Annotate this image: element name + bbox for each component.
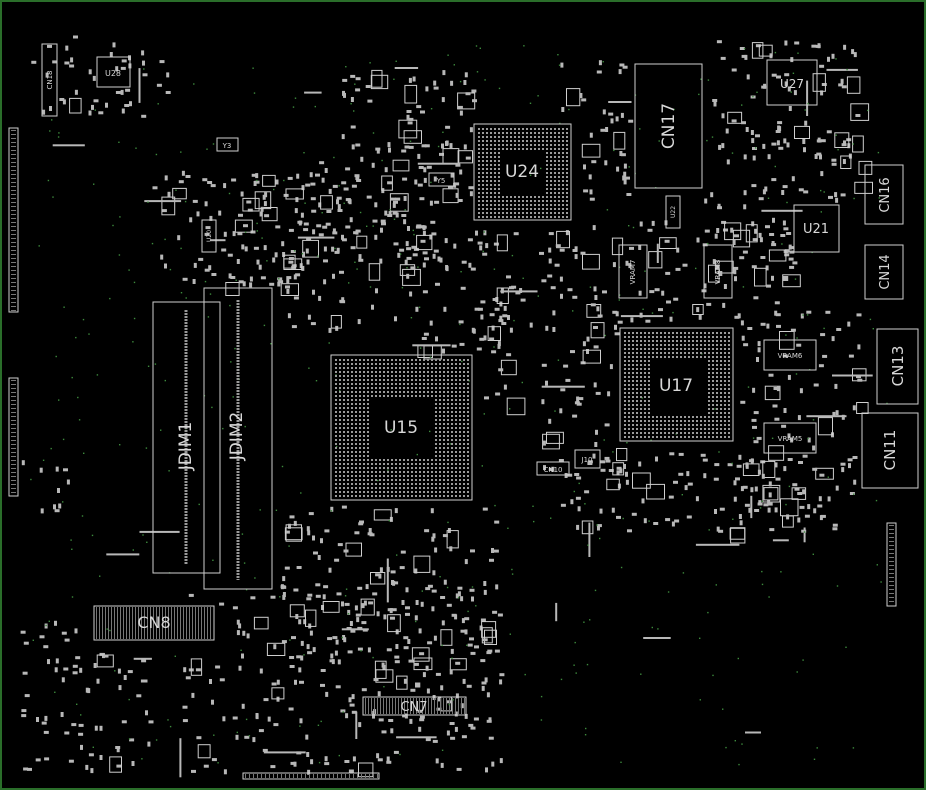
chip-u15[interactable]: U15: [330, 354, 473, 501]
crystal-y5-label: Y5: [436, 177, 446, 185]
memory-slot-jdim2[interactable]: JDIM2: [203, 287, 273, 590]
vram-vram7[interactable]: VRAM7: [618, 244, 648, 299]
chip-u27-label: U27: [780, 77, 804, 91]
jumper-j10-label: J10: [581, 456, 593, 464]
vram-vram7-label: VRAM7: [629, 260, 637, 285]
crystal-y3-label: Y3: [222, 142, 232, 150]
vram-vram8-label: VRAM8: [714, 260, 722, 285]
connector-cn8[interactable]: CN8: [93, 605, 215, 641]
chip-u28-label: U28: [105, 69, 121, 78]
vram-vram8[interactable]: VRAM8: [703, 244, 733, 299]
chip-u27[interactable]: U27: [766, 59, 818, 106]
vram-vram5[interactable]: VRAM5: [763, 422, 817, 454]
connector-cn13[interactable]: CN13: [876, 328, 919, 405]
vias: [30, 45, 888, 766]
connector-cn17-label: CN17: [659, 103, 679, 149]
edge-connector-left-top[interactable]: [8, 127, 19, 313]
chip-u15-label: U15: [384, 418, 418, 438]
chip-u28[interactable]: U28: [96, 56, 131, 88]
memory-slot-jdim1-label: JDIM1: [176, 422, 196, 472]
connector-cn8-label: CN8: [137, 613, 170, 632]
connector-cn11[interactable]: CN11: [861, 412, 919, 489]
memory-slot-jdim2-label: JDIM2: [227, 412, 247, 462]
vram-vram6[interactable]: VRAM6: [763, 339, 817, 371]
crystal-y5[interactable]: Y5: [428, 172, 455, 187]
chip-u24[interactable]: U24: [473, 123, 572, 221]
chip-u24-label: U24: [505, 162, 539, 182]
crystal-y3[interactable]: Y3: [216, 137, 239, 152]
connector-cn10[interactable]: CN10: [536, 461, 570, 476]
connector-cn7[interactable]: CN7: [362, 696, 467, 716]
connector-cn18[interactable]: CN18: [41, 43, 58, 117]
connector-cn16[interactable]: CN16: [864, 164, 904, 225]
connector-cn7-label: CN7: [400, 700, 427, 715]
jumper-j10[interactable]: J10: [574, 449, 601, 469]
smd-pads: [11, 35, 894, 778]
chip-u21-label: U21: [803, 222, 829, 237]
chip-u17[interactable]: U17: [619, 327, 734, 442]
connector-cn16-label: CN16: [878, 177, 893, 212]
chip-u20[interactable]: U20: [201, 219, 217, 253]
vram-vram6-label: VRAM6: [778, 352, 803, 360]
connector-cn13-label: CN13: [889, 346, 907, 387]
memory-slot-jdim1[interactable]: JDIM1: [152, 301, 221, 574]
connector-cn14-label: CN14: [878, 254, 893, 289]
connector-cn17[interactable]: CN17: [634, 63, 703, 189]
connector-cn14[interactable]: CN14: [864, 244, 904, 300]
edge-connector-right[interactable]: [886, 522, 897, 607]
chip-u22[interactable]: U22: [665, 195, 681, 229]
edge-connector-bottom[interactable]: [242, 772, 380, 780]
chip-u22-label: U22: [670, 206, 677, 218]
chip-u21[interactable]: U21: [793, 204, 840, 253]
chip-u17-label: U17: [659, 376, 693, 396]
vram-vram5-label: VRAM5: [778, 435, 803, 443]
connector-cn18-label: CN18: [46, 70, 54, 89]
connector-cn10-label: CN10: [543, 466, 562, 474]
connector-cn11-label: CN11: [881, 430, 899, 471]
chip-u20-label: U20: [206, 230, 213, 242]
edge-connector-left-mid[interactable]: [8, 377, 19, 497]
